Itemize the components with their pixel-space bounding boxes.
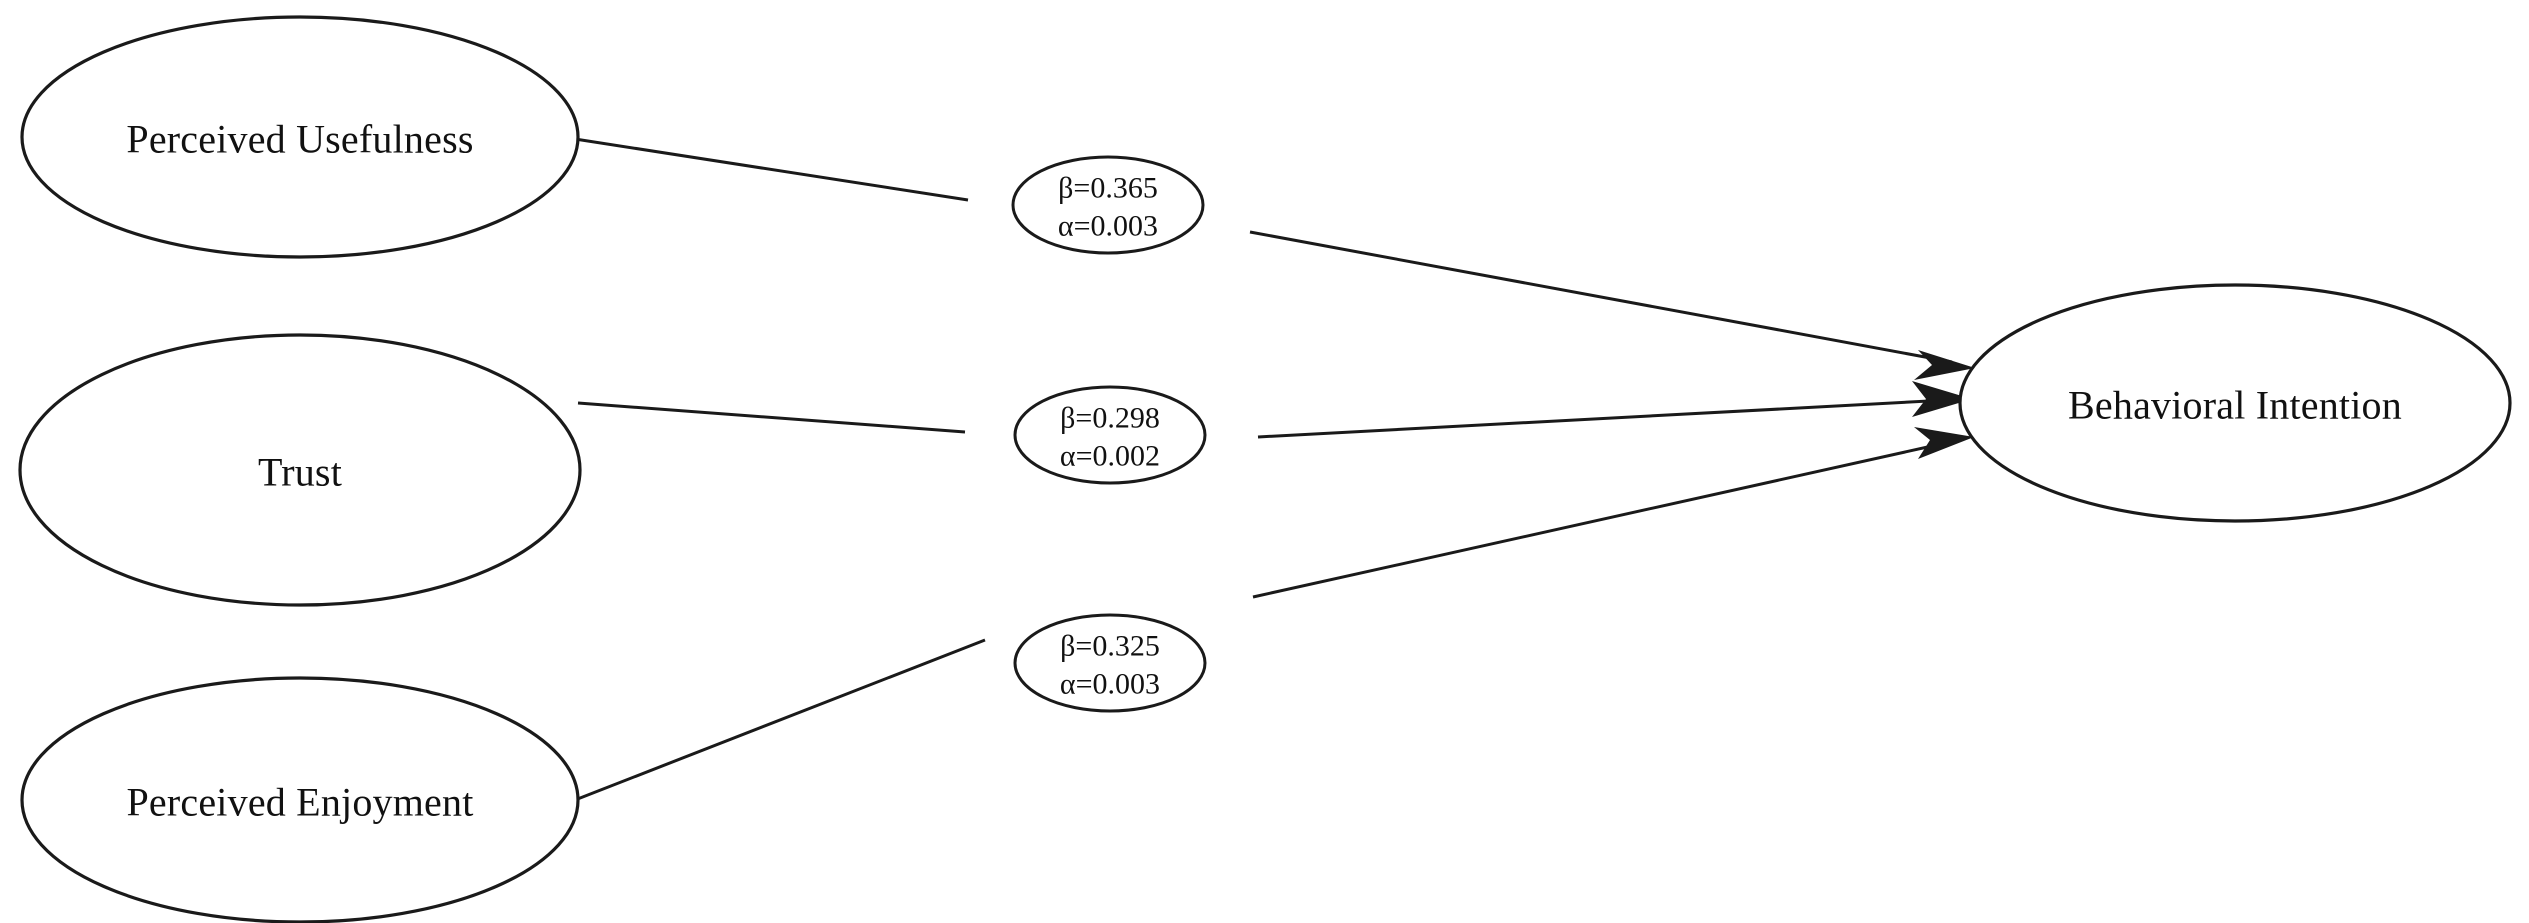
coefficient-node-pu-bi-shape — [1011, 155, 1205, 255]
node-perceived-usefulness-label: Perceived Usefulness — [126, 117, 473, 162]
edge-coef3-to-bi — [1252, 440, 1951, 599]
edge-coef2-to-bi — [1257, 398, 1949, 439]
node-perceived-enjoyment-shape — [20, 676, 580, 923]
node-trust-label: Trust — [258, 450, 342, 495]
coefficient-alpha-pu-bi: α=0.003 — [1058, 210, 1158, 243]
arrowhead-pu-icon — [1914, 350, 1975, 380]
arrowhead-pe-icon — [1914, 427, 1974, 459]
coefficient-node-pu-bi[interactable]: β=0.365 α=0.003 — [1011, 155, 1205, 255]
edge-coef1-to-bi — [1249, 230, 1953, 364]
coefficient-node-trust-bi[interactable]: β=0.298 α=0.002 — [1013, 385, 1207, 485]
coefficient-beta-pu-bi: β=0.365 — [1058, 172, 1158, 205]
coefficient-beta-pe-bi: β=0.325 — [1060, 630, 1160, 663]
edge-pu-to-coef1 — [574, 137, 969, 202]
node-perceived-usefulness-shape — [20, 15, 580, 259]
coefficient-node-pe-bi[interactable]: β=0.325 α=0.003 — [1013, 613, 1207, 713]
coefficient-alpha-pe-bi: α=0.003 — [1060, 668, 1160, 701]
coefficient-node-pe-bi-shape — [1013, 613, 1207, 713]
coefficient-beta-trust-bi: β=0.298 — [1060, 402, 1160, 435]
coefficient-alpha-trust-bi: α=0.002 — [1060, 440, 1160, 473]
node-trust-shape — [18, 333, 582, 607]
arrowhead-trust-icon — [1912, 381, 1972, 417]
node-behavioral-intention-shape — [1958, 283, 2512, 523]
node-perceived-usefulness[interactable]: Perceived Usefulness — [20, 15, 580, 259]
node-behavioral-intention[interactable]: Behavioral Intention — [1958, 283, 2512, 523]
coefficient-node-trust-bi-shape — [1013, 385, 1207, 485]
node-trust[interactable]: Trust — [18, 333, 582, 607]
edge-trust-to-coef2 — [577, 401, 966, 434]
node-behavioral-intention-label: Behavioral Intention — [2068, 383, 2402, 428]
node-perceived-enjoyment-label: Perceived Enjoyment — [126, 780, 473, 825]
node-perceived-enjoyment[interactable]: Perceived Enjoyment — [20, 676, 580, 923]
edge-pe-to-coef3 — [574, 638, 986, 802]
